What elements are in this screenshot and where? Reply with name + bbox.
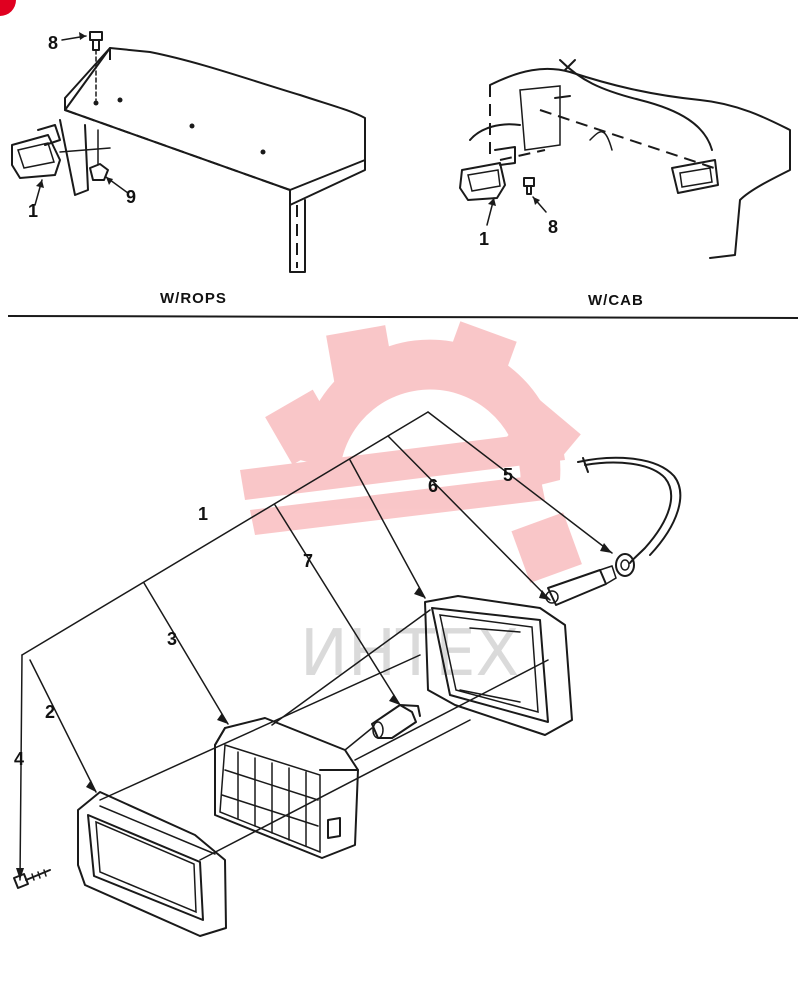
callout-exp-2: 2 [45, 702, 55, 722]
callout-exp-3: 3 [167, 629, 177, 649]
rops-assembly: 8 1 9 [11, 31, 366, 273]
exploded-worklight [13, 411, 682, 937]
callout-cab-1: 1 [479, 229, 489, 249]
callout-cab-8: 8 [548, 217, 558, 237]
part-6-connector [545, 565, 617, 606]
callout-exp-6: 6 [428, 476, 438, 496]
part-3-lamp-lens [214, 717, 359, 859]
section-divider [7, 315, 799, 319]
bolt-cab-8-icon [523, 177, 535, 187]
callout-exp-1: 1 [198, 504, 208, 524]
part-housing [424, 595, 573, 736]
worklight-cab-right [671, 159, 719, 194]
worklight-rops [11, 124, 111, 179]
part-7-bulb [371, 704, 421, 739]
callout-rops-1: 1 [28, 201, 38, 221]
callout-exp-5: 5 [503, 465, 513, 485]
callout-exp-7: 7 [303, 551, 313, 571]
cab-assembly: 1 8 [459, 59, 791, 259]
callout-rops-9: 9 [126, 187, 136, 207]
corner-mark [0, 0, 16, 16]
part-2-bezel [77, 791, 227, 937]
nut-9-icon [89, 163, 109, 181]
part-4-screw [13, 869, 51, 889]
callout-rops-8: 8 [48, 33, 58, 53]
bolt-8-icon [89, 31, 103, 41]
caption-cab: W/CAB [588, 292, 644, 309]
caption-rops: W/ROPS [160, 290, 227, 307]
callout-exp-4: 4 [14, 749, 24, 769]
worklight-cab-left [459, 146, 516, 201]
part-5-grommet-cable [577, 456, 682, 577]
watermark-logo [240, 321, 582, 583]
